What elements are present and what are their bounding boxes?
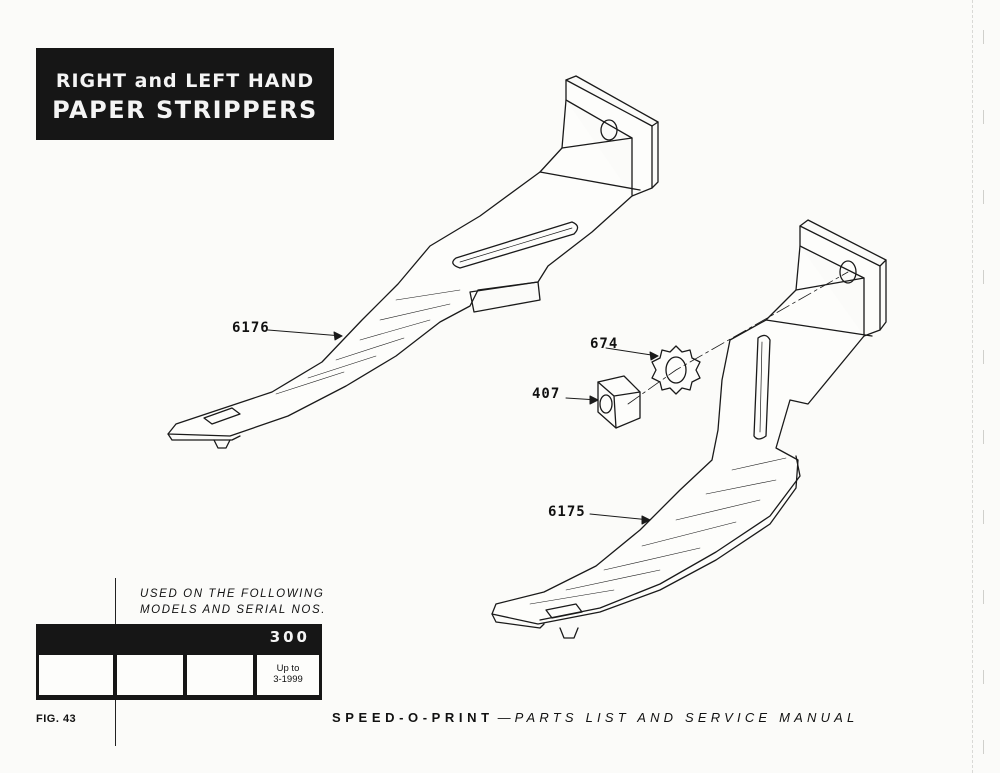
serial-number-row: Up to 3-1999	[36, 652, 322, 700]
part-6175-drawing	[491, 219, 887, 639]
usage-note-line-2: MODELS AND SERIAL NOS.	[140, 604, 327, 616]
part-6176-drawing	[167, 75, 659, 449]
part-label-6176: 6176	[232, 320, 270, 336]
model-header: 300	[36, 624, 322, 652]
footer-brand: SPEED-O-PRINT	[332, 710, 494, 725]
serial-cell	[39, 655, 113, 695]
title-block: RIGHT and LEFT HAND PAPER STRIPPERS	[36, 48, 334, 140]
part-407-drawing	[597, 375, 641, 429]
footer: SPEED-O-PRINT—PARTS LIST AND SERVICE MAN…	[332, 710, 858, 725]
serial-cell	[117, 655, 183, 695]
part-label-6175: 6175	[548, 504, 586, 520]
model-number: 300	[269, 628, 310, 646]
leader-lines	[267, 329, 659, 525]
title-line-2: PAPER STRIPPERS	[52, 96, 318, 124]
serial-range-text: Up to 3-1999	[273, 663, 303, 685]
part-label-407: 407	[532, 386, 561, 402]
figure-label: FIG. 43	[36, 713, 77, 725]
footer-subtitle: PARTS LIST AND SERVICE MANUAL	[514, 710, 859, 725]
serial-cell-range: Up to 3-1999	[257, 655, 319, 695]
usage-note: USED ON THE FOLLOWING MODELS AND SERIAL …	[140, 586, 326, 618]
part-label-674: 674	[590, 336, 619, 352]
footer-dash: —	[497, 710, 511, 725]
page-edge-margin	[972, 0, 1000, 773]
serial-cell	[187, 655, 253, 695]
title-line-1: RIGHT and LEFT HAND	[55, 70, 315, 92]
usage-note-line-1: USED ON THE FOLLOWING	[140, 588, 325, 600]
